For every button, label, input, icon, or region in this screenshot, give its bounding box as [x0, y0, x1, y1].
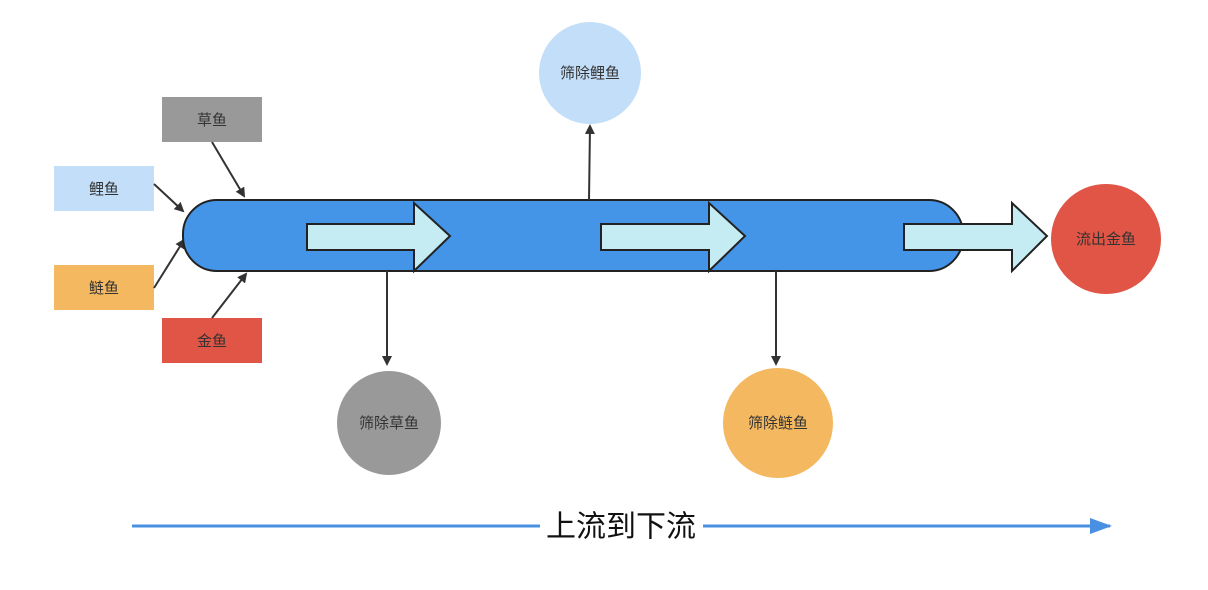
filter-grass-carp-circle: [337, 371, 441, 475]
flow-arrow-1: [306, 200, 452, 274]
filter-carp-label: 筛除鲤鱼: [560, 64, 620, 82]
connector-pipe-to-filter-carp: [584, 124, 595, 201]
input-grass-carp-box: [162, 97, 262, 142]
flow-arrow-2: [600, 200, 747, 274]
main-pipe: [182, 199, 964, 272]
connector-silver-carp-to-pipe: [153, 238, 186, 289]
filter-silver-carp-circle: [723, 368, 833, 478]
connector-goldfish-to-pipe: [211, 272, 248, 319]
input-goldfish-box: [162, 318, 262, 363]
connector-carp-to-pipe: [153, 183, 185, 213]
input-silver-carp-label: 鲢鱼: [89, 279, 119, 297]
input-grass-carp-label: 草鱼: [197, 111, 227, 129]
direction-label: 上流到下流: [546, 510, 696, 545]
output-goldfish-label: 流出金鱼: [1076, 230, 1136, 248]
filter-grass-carp: 筛除草鱼: [337, 371, 441, 475]
connector-grass-carp-to-pipe: [211, 141, 246, 198]
input-silver-carp: 鲢鱼: [54, 265, 154, 310]
input-grass-carp: 草鱼: [162, 97, 262, 142]
filter-carp-circle: [539, 22, 641, 124]
filter-silver-carp-label: 筛除鲢鱼: [748, 414, 808, 432]
input-carp-box: [54, 166, 154, 211]
input-carp-label: 鲤鱼: [89, 180, 119, 198]
input-goldfish: 金鱼: [162, 318, 262, 363]
filter-carp: 筛除鲤鱼: [539, 22, 641, 124]
filter-silver-carp: 筛除鲢鱼: [723, 368, 833, 478]
input-goldfish-label: 金鱼: [197, 332, 227, 350]
flow-arrow-out: [903, 200, 1049, 274]
input-carp: 鲤鱼: [54, 166, 154, 211]
input-silver-carp-box: [54, 265, 154, 310]
output-goldfish: 流出金鱼: [1051, 184, 1161, 294]
filter-grass-carp-label: 筛除草鱼: [359, 414, 419, 432]
output-goldfish-circle: [1051, 184, 1161, 294]
